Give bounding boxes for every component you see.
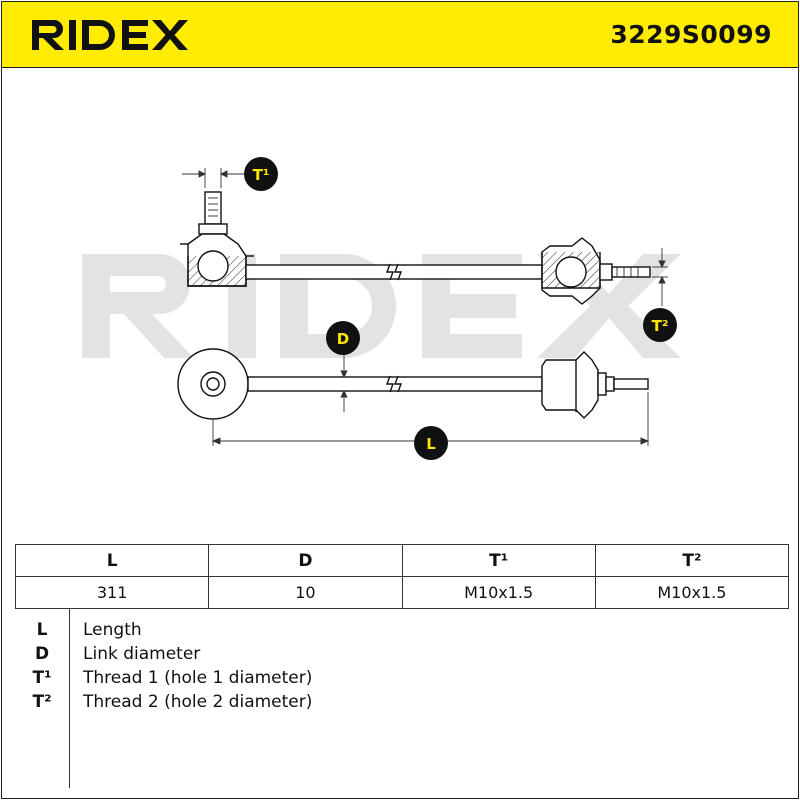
header-length: L — [14, 544, 210, 577]
value-length: 311 — [14, 576, 210, 609]
header-thread-2: T² — [594, 544, 790, 577]
legend-description: Link diameter — [83, 644, 201, 664]
ridex-logo — [32, 20, 188, 50]
t1-dimension — [182, 168, 244, 188]
t2-dimension — [652, 248, 668, 306]
svg-text:D: D — [337, 330, 349, 348]
legend-symbol: T¹ — [32, 668, 52, 688]
t1-callout: T¹ — [244, 157, 278, 191]
legend-description: Thread 1 (hole 1 diameter) — [83, 668, 313, 688]
svg-text:T²: T² — [652, 317, 669, 335]
legend-description: Length — [83, 620, 142, 640]
spec-table: L D T¹ T² 311 10 M10x1.5 M10x1.5 — [14, 544, 790, 609]
t2-callout: T² — [643, 308, 677, 342]
svg-text:T¹: T¹ — [253, 166, 270, 184]
legend-symbol: D — [34, 644, 50, 664]
spec-table-header: L D T¹ T² — [14, 544, 790, 577]
part-number: 3229S0099 — [610, 20, 772, 49]
header-bar: 3229S0099 — [2, 2, 798, 68]
svg-text:L: L — [426, 435, 436, 453]
d-callout: D — [326, 321, 360, 355]
legend-symbol: L — [36, 620, 48, 640]
technical-drawing: T¹ T² — [82, 157, 681, 460]
header-thread-1: T¹ — [401, 544, 596, 577]
header-diameter: D — [208, 544, 403, 577]
spec-table-row: 311 10 M10x1.5 M10x1.5 — [14, 576, 790, 609]
d-dimension — [340, 350, 348, 412]
legend-item: D Link diameter — [15, 644, 789, 668]
l-callout: L — [414, 426, 448, 460]
legend-symbol: T² — [32, 692, 52, 712]
legend-description: Thread 2 (hole 2 diameter) — [83, 692, 313, 712]
link-side-view — [177, 348, 649, 420]
legend-item: T¹ Thread 1 (hole 1 diameter) — [15, 668, 789, 692]
value-thread-2: M10x1.5 — [594, 576, 790, 609]
legend-divider — [69, 608, 70, 788]
value-diameter: 10 — [208, 576, 403, 609]
link-top-view — [180, 191, 651, 305]
legend-item: L Length — [15, 620, 789, 644]
value-thread-1: M10x1.5 — [401, 576, 596, 609]
legend-item: T² Thread 2 (hole 2 diameter) — [15, 692, 789, 716]
legend: L Length D Link diameter T¹ Thread 1 (ho… — [15, 608, 789, 788]
